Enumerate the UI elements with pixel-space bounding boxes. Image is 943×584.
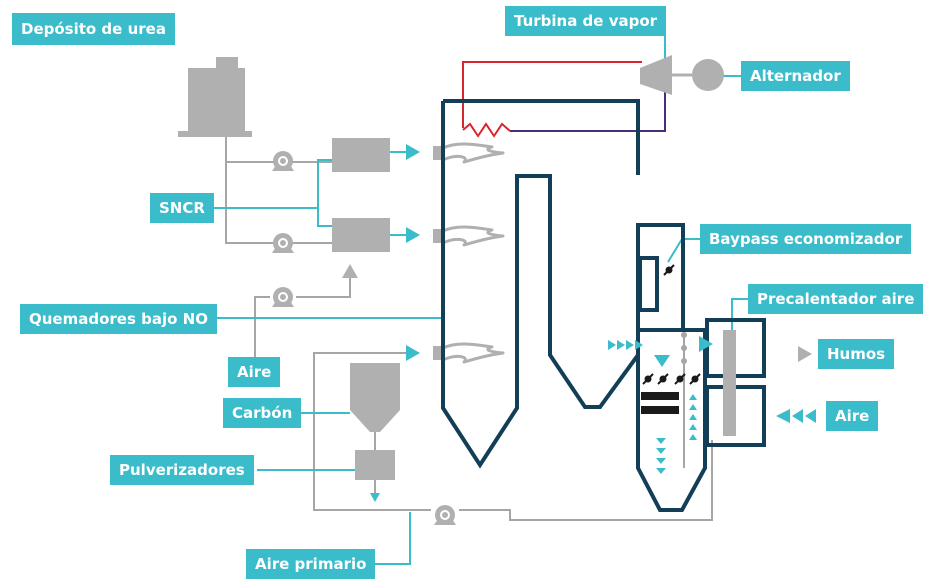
primary-air-label: Aire primario <box>246 549 376 579</box>
damper-icon <box>663 264 675 276</box>
flow-arrow-icon <box>390 144 420 160</box>
burner-icon <box>433 342 505 364</box>
sncr-label: SNCR <box>150 193 214 223</box>
burner-icon <box>433 225 505 247</box>
burner-icon <box>433 142 505 164</box>
boiler-outline <box>441 99 707 512</box>
gas-flow-arrows-icon <box>608 340 643 350</box>
coal-hopper-icon <box>350 363 400 432</box>
pump-icon <box>272 287 294 307</box>
steam-return-line <box>510 90 666 132</box>
alternator-icon <box>692 59 724 91</box>
down-flow-arrow-icon <box>654 355 670 367</box>
flow-arrow-icon <box>699 336 713 352</box>
air-flow-arrow-icon <box>342 264 358 278</box>
air-inlet-arrows-icon <box>776 409 816 423</box>
air-preheater-label: Precalentador aire <box>748 284 924 314</box>
air-label: Aire <box>826 401 879 431</box>
alternator-label: Alternador <box>741 61 850 91</box>
pulverizer-icon <box>355 450 395 480</box>
pump-icon <box>272 151 294 171</box>
low-nox-burners-label: Quemadores bajo NO <box>20 304 217 334</box>
urea-tank-label: Depósito de urea <box>12 13 175 45</box>
down-arrow-icon <box>370 493 380 502</box>
air-preheater-rotor <box>723 330 736 436</box>
pulverizers-label: Pulverizadores <box>110 455 254 485</box>
sncr-module <box>332 218 390 252</box>
flue-gas-label: Humos <box>818 339 895 369</box>
urea-tank-icon <box>178 57 252 137</box>
pump-icon <box>434 505 456 525</box>
economizer-internals <box>641 332 687 414</box>
steam-turbine-icon <box>640 55 672 95</box>
steam-supply-line <box>462 61 642 128</box>
flow-arrow-icon <box>406 345 420 361</box>
up-flow-arrows-icon <box>689 394 697 440</box>
coal-label: Carbón <box>223 398 302 428</box>
economizer-bypass-label: Baypass economizador <box>700 224 912 254</box>
flow-arrow-icon <box>390 227 420 243</box>
gray-piping <box>225 137 713 521</box>
damper-row-icon <box>642 373 701 385</box>
sncr-module <box>332 138 390 172</box>
steam-turbine-label: Turbina de vapor <box>505 6 667 36</box>
air-inlet-label: Aire <box>228 357 281 387</box>
superheater-coil <box>462 122 511 138</box>
flue-gas-arrow-icon <box>798 346 812 362</box>
down-flow-arrows-icon <box>656 438 666 474</box>
pump-icon <box>272 233 294 253</box>
